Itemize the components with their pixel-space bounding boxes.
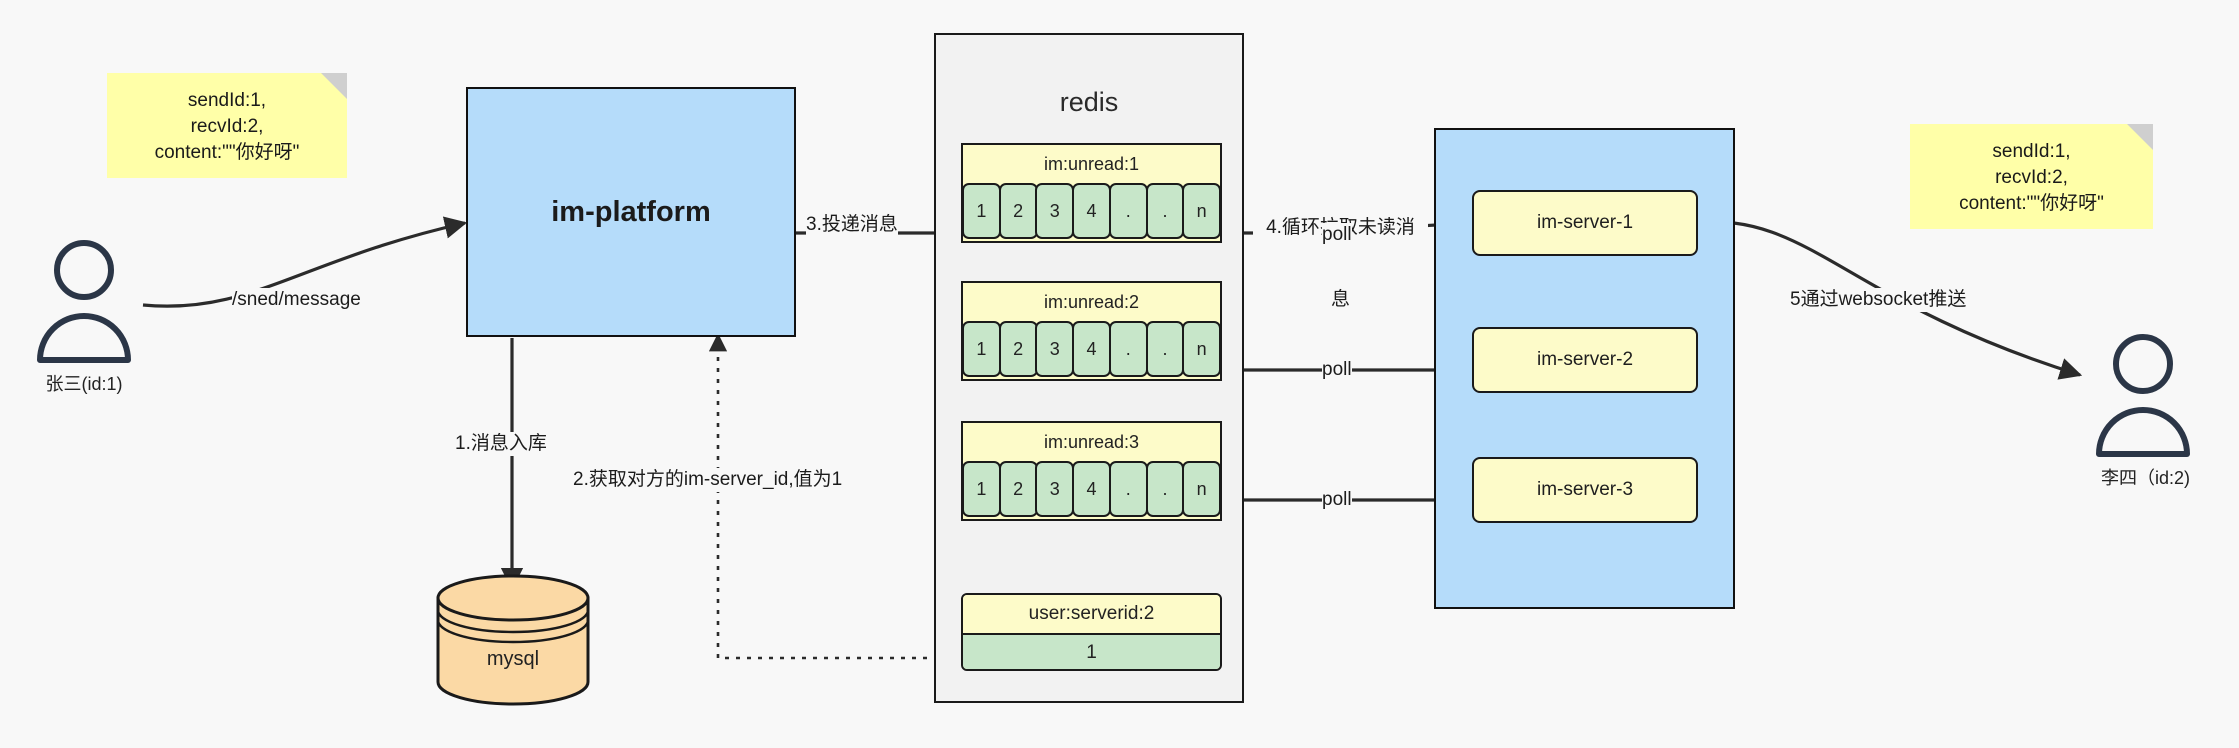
queue-cell: n [1182,183,1222,239]
actor-sender [24,236,144,366]
database-cylinder-icon [436,574,590,706]
note-right-line1: sendId:1, [1992,140,2071,162]
edge-label-poll-1: poll [1322,223,1352,247]
queue-key-2: im:unread:2 [963,283,1220,321]
queue-cell: 3 [1035,321,1075,377]
mysql-label: mysql [486,648,540,670]
user-icon [37,240,131,363]
note-left-line2: recvId:2, [190,115,264,137]
queue-cell: n [1182,321,1222,377]
queue-cell: 3 [1035,183,1075,239]
queue-cell: 4 [1072,461,1111,517]
note-right-line3: content:""你好呀" [1959,192,2104,214]
actor-receiver-label: 李四（id:2) [2100,468,2190,488]
edge-label-step4: 4.循环拉取未读消 息 [1253,168,1428,360]
im-platform-label: im-platform [551,195,711,228]
im-server-3-box[interactable]: im-server-3 [1472,457,1698,523]
note-left-line1: sendId:1, [187,89,267,111]
edge-label-poll-3: poll [1322,488,1352,512]
queue-cell: 1 [961,321,1001,377]
queue-cell: 1 [961,461,1001,517]
queue-cell: 3 [1035,461,1075,517]
queue-cell: 2 [998,321,1038,377]
im-platform-box[interactable]: im-platform [466,87,796,337]
queue-cell: . [1145,461,1185,517]
queue-cell: . [1145,183,1185,239]
edge-label-step2: 2.获取对方的im-server_id,值为1 [573,468,843,492]
queue-cell: 4 [1072,183,1111,239]
edge-label-step1: 1.消息入库 [455,432,547,456]
note-right-line2: recvId:2, [1995,166,2068,188]
queue-cell: . [1108,321,1148,377]
edge-label-send-message: /sned/message [232,288,361,312]
im-server-2-box[interactable]: im-server-2 [1472,327,1698,393]
note-right: sendId:1, recvId:2, content:""你好呀" [1910,124,2153,229]
queue-cell: . [1108,183,1148,239]
queue-cells-1: 1 2 3 4 . . n [961,183,1222,239]
redis-queue-im-unread-2[interactable]: im:unread:2 1 2 3 4 . . n [961,281,1222,381]
queue-cell: . [1145,321,1185,377]
note-left-line3: content:""你好呀" [154,141,300,163]
note-left: sendId:1, recvId:2, content:""你好呀" [107,73,347,178]
edge-label-poll-2: poll [1322,358,1352,382]
redis-queue-im-unread-3[interactable]: im:unread:3 1 2 3 4 . . n [961,421,1222,521]
queue-cell: n [1182,461,1222,517]
edge-label-step3: 3.投递消息 [806,213,898,237]
queue-key-3: im:unread:3 [963,423,1220,461]
queue-cells-2: 1 2 3 4 . . n [961,321,1222,377]
queue-cell: . [1108,461,1148,517]
queue-cell: 2 [998,183,1038,239]
user-icon [2096,334,2190,457]
actor-receiver [2083,330,2203,460]
kv-key: user:serverid:2 [963,595,1220,633]
edge-label-step4-line2: 息 [1330,289,1350,310]
actor-sender-label: 张三(id:1) [45,374,123,394]
im-server-3-label: im-server-3 [1536,479,1634,500]
mysql-database[interactable]: mysql [430,570,596,710]
kv-value: 1 [963,633,1220,669]
note-fold-icon [321,73,347,99]
note-fold-icon [2127,124,2153,150]
redis-kv-user-serverid[interactable]: user:serverid:2 1 [961,593,1222,671]
queue-cell: 4 [1072,321,1111,377]
edge-redis-to-platform-dotted [708,333,960,660]
queue-cell: 1 [961,183,1001,239]
queue-key-1: im:unread:1 [963,145,1220,183]
redis-queue-im-unread-1[interactable]: im:unread:1 1 2 3 4 . . n [961,143,1222,243]
redis-title: redis [1059,87,1119,117]
queue-cells-3: 1 2 3 4 . . n [961,461,1222,517]
im-server-1-label: im-server-1 [1536,212,1634,233]
im-server-1-box[interactable]: im-server-1 [1472,190,1698,256]
edge-label-step5: 5通过websocket推送 [1790,288,1967,312]
queue-cell: 2 [998,461,1038,517]
im-server-2-label: im-server-2 [1536,349,1634,370]
